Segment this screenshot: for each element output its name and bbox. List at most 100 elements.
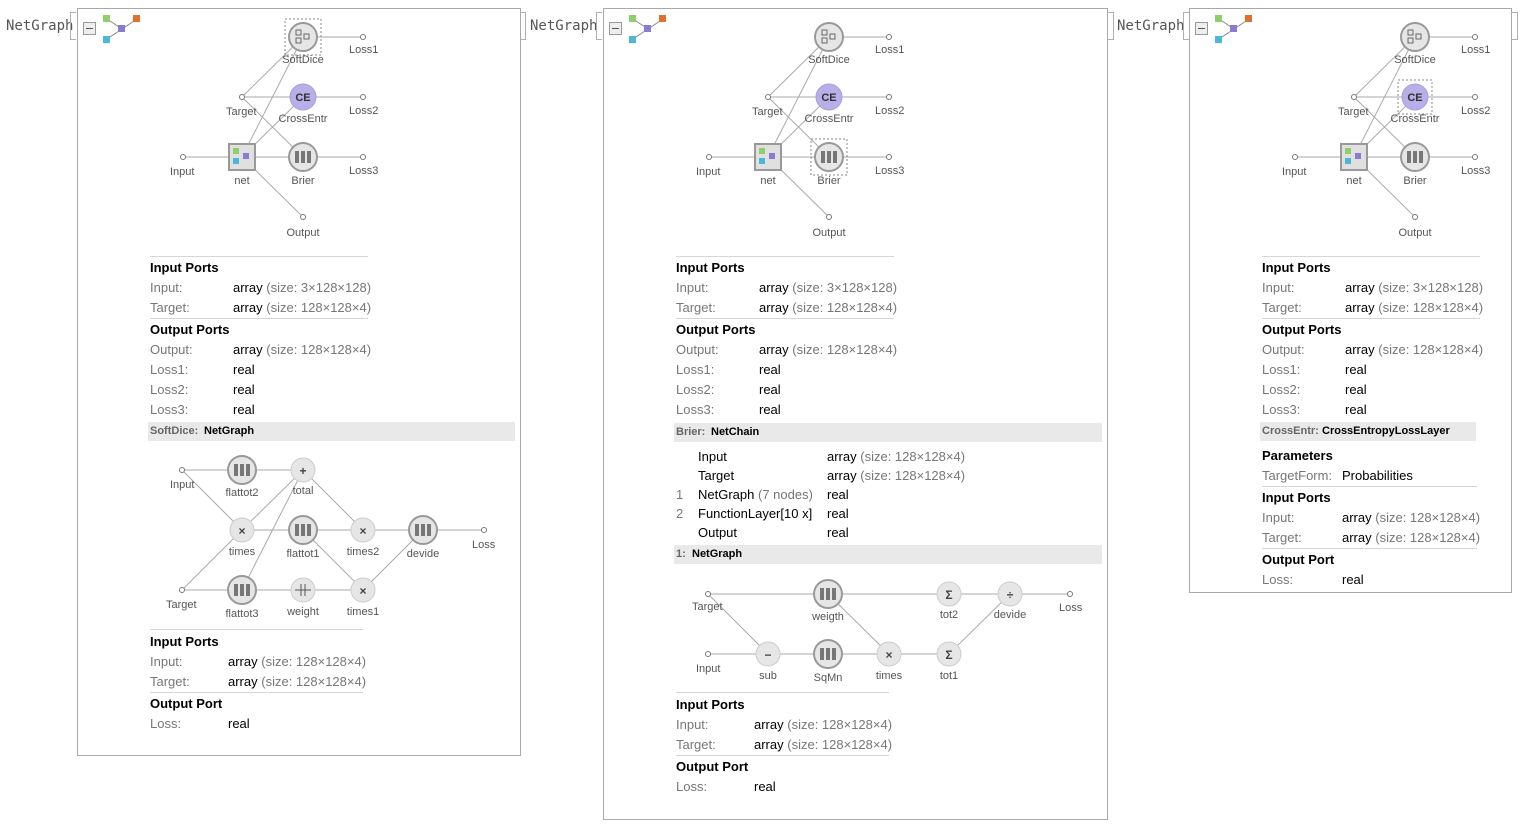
- port-value: real: [1345, 382, 1367, 397]
- loss3-label: Loss3: [349, 165, 378, 177]
- net-node[interactable]: [1340, 143, 1368, 171]
- port-label: Input:: [150, 654, 183, 669]
- target-label: Target: [1338, 106, 1369, 118]
- target-label: Target: [226, 106, 257, 118]
- times2-node[interactable]: ×: [350, 517, 376, 543]
- section-header-softdice[interactable]: SoftDice: NetGraph: [148, 422, 515, 441]
- divider: [1262, 318, 1480, 319]
- tot1-label: tot1: [940, 670, 958, 682]
- net-node[interactable]: [228, 143, 256, 171]
- softdice-label: SoftDice: [282, 54, 324, 66]
- devide-node[interactable]: ÷: [997, 581, 1023, 607]
- collapse-button[interactable]: [83, 22, 96, 35]
- brier-label: Brier: [817, 175, 841, 187]
- tot1-node[interactable]: Σ: [936, 641, 962, 667]
- crossentr-label: CrossEntr: [805, 113, 854, 125]
- softdice-label: SoftDice: [808, 54, 850, 66]
- chain-row-type: array (size: 128×128×4): [827, 468, 966, 483]
- crossentr-node[interactable]: CE: [815, 83, 843, 111]
- chain-row-index: 2: [676, 506, 684, 521]
- weigth-node[interactable]: [813, 579, 843, 609]
- times1-node[interactable]: ×: [350, 577, 376, 603]
- section-value: CrossEntropyLossLayer: [1322, 425, 1450, 437]
- netgraph-label-3: NetGraph: [1117, 18, 1185, 34]
- softdice-node[interactable]: [1400, 22, 1430, 52]
- port-label: Loss3:: [1262, 402, 1301, 417]
- port-value: array (size: 128×128×4): [754, 737, 893, 752]
- port-value: array (size: 128×128×4): [1342, 530, 1481, 545]
- chain-row-name[interactable]: FunctionLayer[10 x]: [698, 506, 813, 521]
- port-value: real: [233, 402, 255, 417]
- flattot3-node[interactable]: [227, 575, 257, 605]
- port-value: real: [1345, 402, 1367, 417]
- section-header-crossentr[interactable]: CrossEntr: CrossEntropyLossLayer: [1260, 422, 1476, 441]
- loss1-label: Loss1: [349, 44, 378, 56]
- section-value: NetGraph: [692, 548, 743, 560]
- param-label: TargetForm:: [1262, 468, 1333, 483]
- tot2-node[interactable]: Σ: [936, 581, 962, 607]
- port-label: Target:: [1262, 530, 1302, 545]
- devide-node[interactable]: [408, 515, 438, 545]
- port-value: real: [759, 362, 781, 377]
- port-value: array (size: 128×128×4): [228, 654, 367, 669]
- crossentr-node[interactable]: CE: [1397, 79, 1433, 115]
- loss1-label: Loss1: [875, 44, 904, 56]
- net-label: net: [234, 175, 249, 187]
- brier-label: Brier: [1403, 175, 1427, 187]
- collapse-button[interactable]: [1195, 22, 1208, 35]
- port-value: real: [1342, 572, 1364, 587]
- divider: [676, 755, 889, 756]
- net-node[interactable]: [754, 143, 782, 171]
- port-label: Loss:: [1262, 572, 1294, 587]
- divider: [1262, 486, 1477, 487]
- netgraph-label-2: NetGraph: [530, 18, 598, 34]
- softdice-node[interactable]: [284, 18, 322, 56]
- output-label: Output: [812, 227, 845, 239]
- port-label: Output:: [676, 342, 719, 357]
- times2-label: times2: [347, 546, 379, 558]
- port-label: Loss2:: [676, 382, 715, 397]
- port-value: real: [1345, 362, 1367, 377]
- times-node[interactable]: ×: [229, 517, 255, 543]
- sub-output-port-heading: Output Port: [676, 759, 749, 774]
- collapse-button[interactable]: [609, 22, 622, 35]
- output-ports-heading: Output Ports: [150, 322, 230, 337]
- chain-row-type: real: [827, 506, 849, 521]
- brier-node[interactable]: [288, 142, 318, 172]
- tot2-label: tot2: [940, 609, 958, 621]
- weight-node[interactable]: [290, 577, 316, 603]
- total-node[interactable]: +: [290, 457, 316, 483]
- ce-label: CE: [1407, 92, 1422, 104]
- times1-label: times1: [347, 606, 379, 618]
- port-value: real: [759, 402, 781, 417]
- divider: [676, 318, 894, 319]
- total-label: total: [293, 485, 314, 497]
- brier-node[interactable]: [1400, 142, 1430, 172]
- crossentr-node[interactable]: CE: [289, 83, 317, 111]
- brier-node[interactable]: [810, 138, 848, 176]
- loss2-label: Loss2: [1461, 105, 1490, 117]
- sub-node[interactable]: −: [755, 641, 781, 667]
- port-value: array (size: 128×128×4): [759, 300, 898, 315]
- port-value: array (size: 128×128×4): [233, 342, 372, 357]
- brier-subgraph: Σ ÷ − × Σ Target weigth tot2 devide Loss…: [692, 579, 1083, 684]
- flattot2-node[interactable]: [227, 455, 257, 485]
- port-label: Loss:: [676, 779, 708, 794]
- flattot1-node[interactable]: [288, 515, 318, 545]
- chain-row-name[interactable]: NetGraph (7 nodes): [698, 487, 813, 502]
- softdice-node[interactable]: [814, 22, 844, 52]
- weigth-label: weigth: [811, 611, 844, 623]
- crossentr-label: CrossEntr: [279, 113, 328, 125]
- chain-row-name: Target: [698, 468, 735, 483]
- chain-row-type: array (size: 128×128×4): [827, 449, 966, 464]
- divider: [150, 692, 363, 693]
- section-header-brier[interactable]: Brier: NetChain: [674, 423, 1102, 442]
- section-header-netgraph[interactable]: 1: NetGraph: [674, 545, 1102, 564]
- sub-input-ports-heading: Input Ports: [676, 697, 745, 712]
- port-label: Loss3:: [150, 402, 189, 417]
- times-node[interactable]: ×: [876, 641, 902, 667]
- target-label: Target: [752, 106, 783, 118]
- plus-icon: +: [299, 464, 306, 478]
- sqmn-node[interactable]: [813, 639, 843, 669]
- port-label: Target:: [150, 674, 190, 689]
